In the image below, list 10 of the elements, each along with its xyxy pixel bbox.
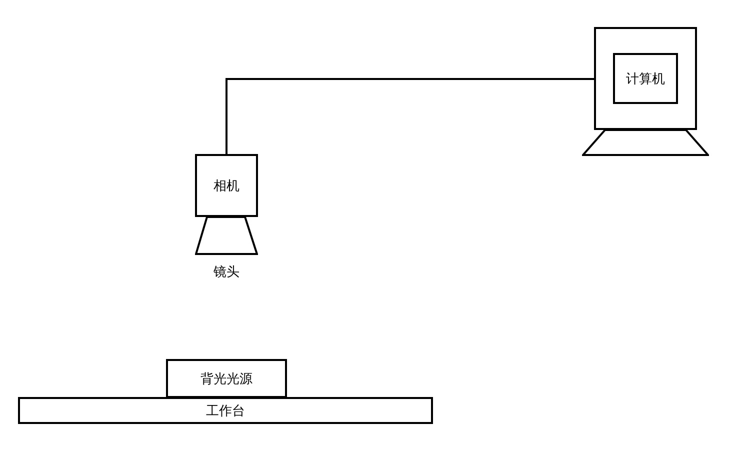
node-label: 计算机 <box>626 70 665 88</box>
monitor-screen <box>613 53 678 104</box>
backlight-box <box>166 359 287 398</box>
node-label: 工作台 <box>206 402 245 420</box>
node-label: 背光光源 <box>200 370 252 388</box>
lens-label: 镜头 <box>214 264 240 281</box>
node-label: 相机 <box>214 178 240 194</box>
worktable-box <box>18 397 433 424</box>
camera-box <box>195 154 258 217</box>
cable-line <box>226 78 594 154</box>
